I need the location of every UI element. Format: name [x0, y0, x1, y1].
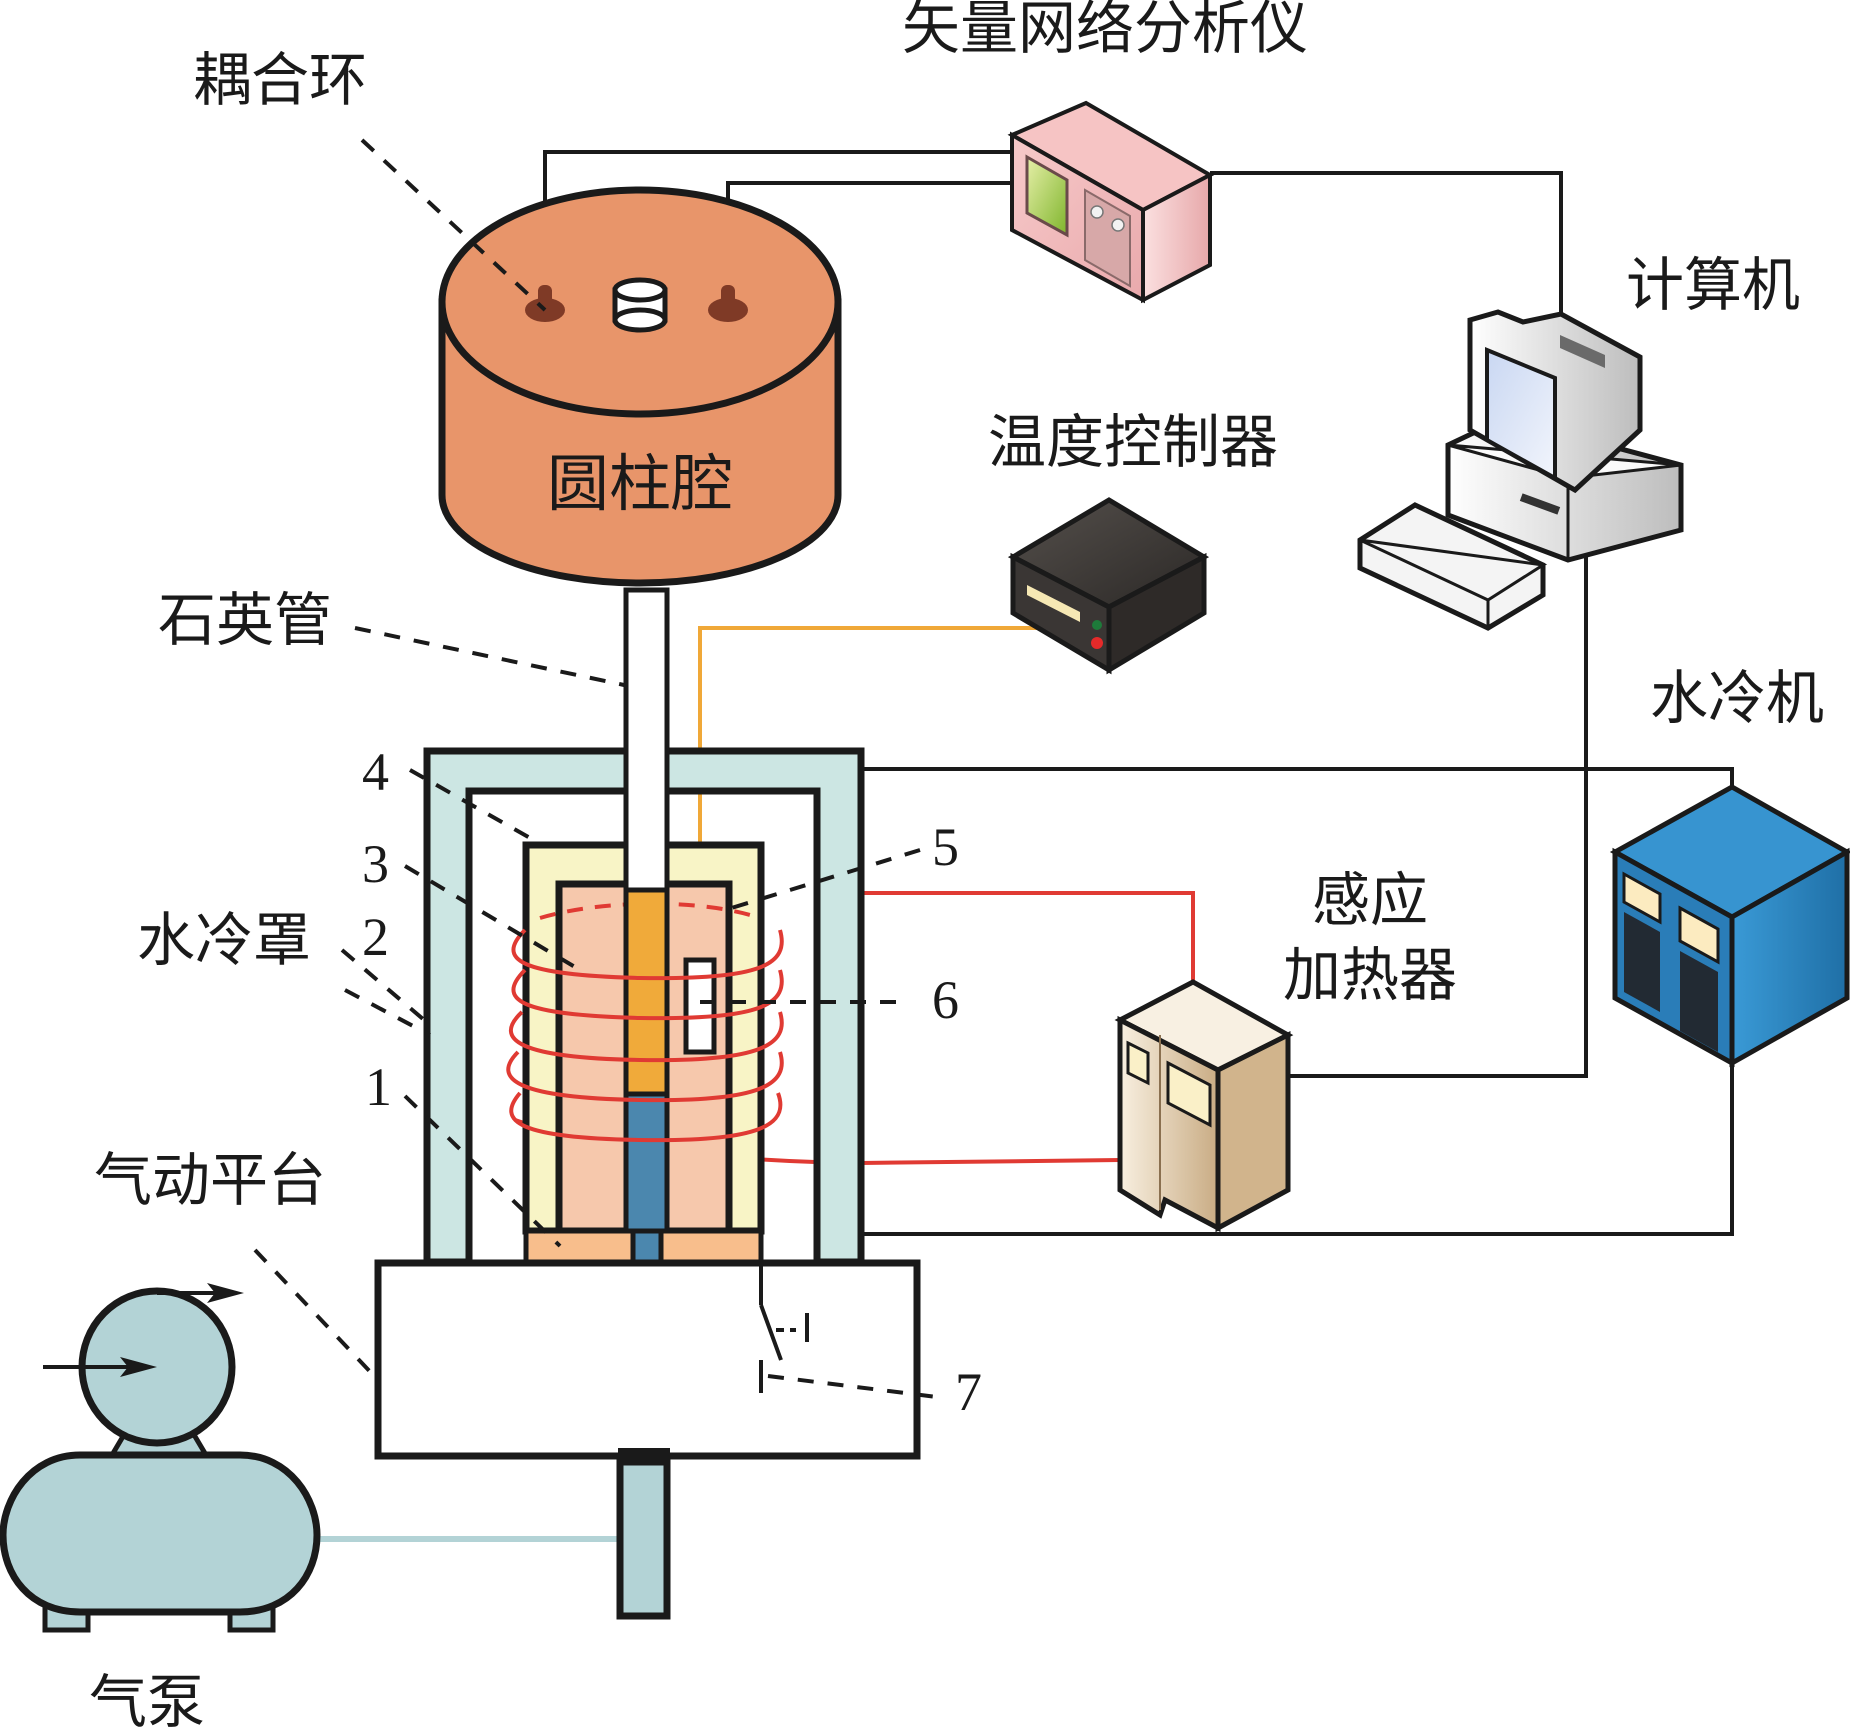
leader-quartz-tube	[354, 626, 625, 687]
water-chiller	[1609, 784, 1850, 1068]
leader-1	[403, 1094, 562, 1248]
air-pump	[0, 1283, 321, 1633]
airflow-arrow-icon	[43, 1357, 157, 1377]
leader-coupling-ring	[360, 138, 547, 312]
cavity-port-icon	[612, 277, 668, 333]
wire-chiller-supply	[861, 767, 1734, 787]
water-chiller-label: 水冷机	[1650, 664, 1824, 732]
limit-switch	[759, 1263, 809, 1393]
callout-1: 1	[365, 1057, 392, 1117]
computer	[1357, 309, 1684, 631]
callout-4: 4	[362, 742, 389, 802]
cylinder-cavity-label: 圆柱腔	[547, 447, 733, 520]
leader-5	[724, 848, 921, 912]
wire-coil-lead-top	[861, 891, 1195, 982]
pneumatic-piston	[616, 1458, 671, 1620]
status-led-red-icon	[1091, 637, 1103, 649]
coupling-ring-right-icon	[708, 285, 748, 322]
cylinder-cavity: 圆柱腔	[438, 186, 842, 587]
temperature-controller-label: 温度控制器	[988, 408, 1278, 476]
temperature-controller	[1007, 497, 1210, 675]
keyboard-icon	[1357, 502, 1548, 631]
air-pump-label: 气泵	[89, 1668, 205, 1736]
water-jacket-label: 水冷罩	[137, 906, 311, 974]
callout-2: 2	[362, 907, 389, 967]
vector-network-analyzer	[1007, 100, 1215, 304]
wire-computer-to-heater	[1288, 553, 1588, 1078]
vna-screen-icon	[1025, 154, 1069, 238]
thermocouple	[683, 957, 717, 1055]
leader-3	[403, 864, 582, 972]
airflow-out-arrow-icon	[157, 1283, 244, 1303]
callout-6: 6	[932, 970, 959, 1030]
pneumatic-platform-label: 气动平台	[94, 1146, 326, 1214]
pneumatic-platform	[374, 1259, 921, 1460]
induction-heater-label-line2: 加热器	[1283, 941, 1457, 1009]
wire-vna-to-computer	[1210, 171, 1563, 314]
wire-chiller-return	[861, 1063, 1734, 1236]
induction-heater	[1114, 979, 1294, 1233]
coupling-ring-label: 耦合环	[193, 46, 367, 114]
support-rod-upper	[623, 1091, 670, 1234]
leader-pneumatic-platform	[253, 1248, 380, 1382]
monitor-screen-icon	[1485, 347, 1557, 482]
computer-label: 计算机	[1626, 251, 1800, 319]
callout-7: 7	[955, 1362, 982, 1422]
vna-label: 矢量网络分析仪	[902, 0, 1308, 62]
status-led-green-icon	[1092, 620, 1102, 630]
leader-4	[409, 768, 531, 840]
callout-5: 5	[932, 817, 959, 877]
leader-water-jacket	[340, 948, 432, 1027]
induction-coil-back	[539, 901, 761, 920]
callout-3: 3	[362, 834, 389, 894]
quartz-tube-label: 石英管	[158, 586, 332, 654]
induction-heater-label-line1: 感应	[1312, 866, 1428, 934]
quartz-tube	[623, 587, 670, 893]
induction-coil	[506, 928, 784, 1143]
sample	[623, 887, 670, 1097]
